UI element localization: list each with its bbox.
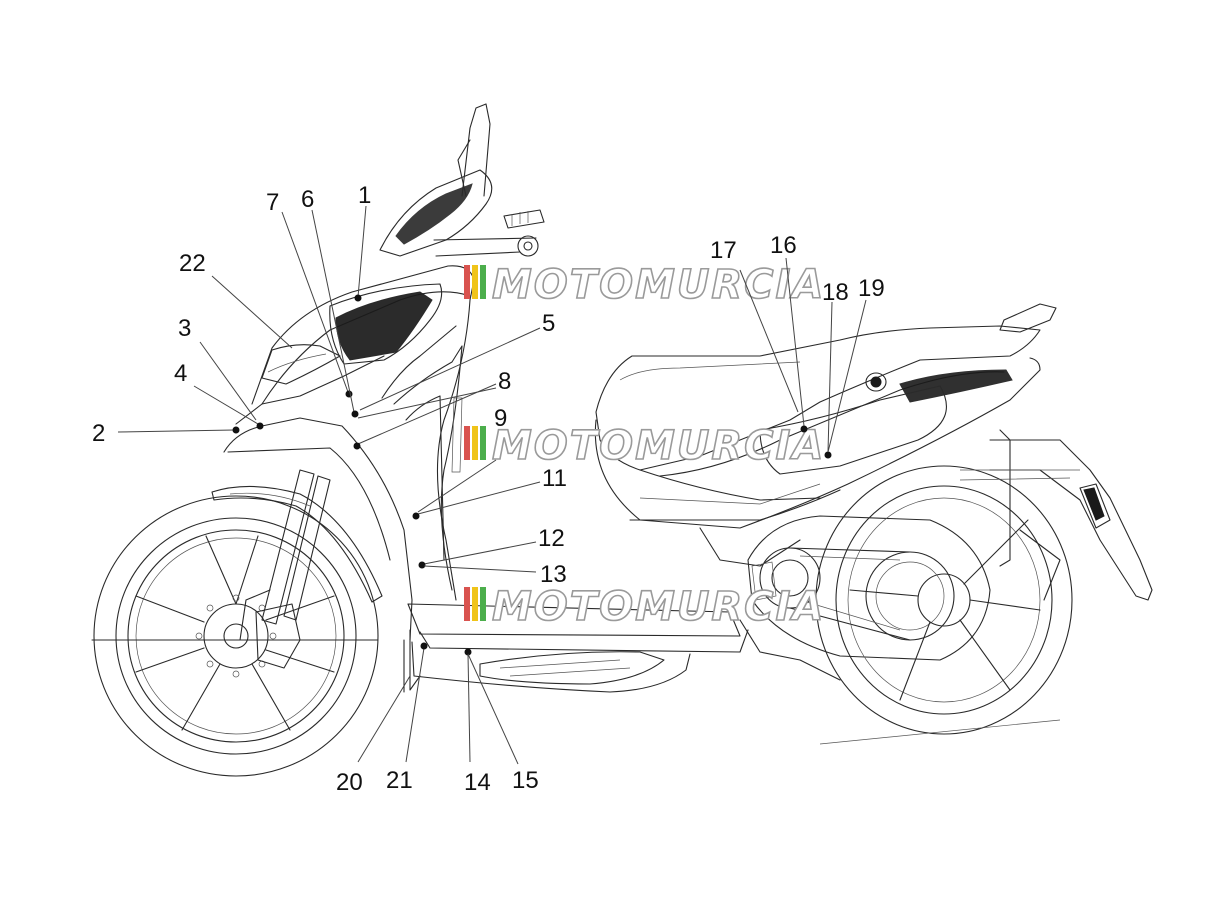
watermark-stripe — [464, 265, 470, 299]
watermark-text: MOTOMURCIA — [492, 423, 825, 469]
callout-number: 17 — [710, 237, 737, 264]
callout-number: 18 — [822, 279, 849, 306]
callout-4: 4 — [174, 360, 264, 430]
callouts: 1 7 6 22 3 4 — [92, 182, 885, 796]
callout-12: 12 — [418, 525, 565, 569]
callout-number: 9 — [494, 405, 507, 432]
callout-1: 1 — [354, 182, 371, 302]
frame-tube — [403, 629, 421, 693]
watermark-stripe — [464, 587, 470, 621]
callout-number: 4 — [174, 360, 187, 387]
callout-5: 5 — [359, 310, 555, 411]
callout-number: 22 — [179, 250, 206, 277]
callout-16: 16 — [770, 232, 808, 433]
rear-frame — [959, 429, 1153, 601]
watermark-stripe — [480, 265, 486, 299]
callout-number: 3 — [178, 315, 191, 342]
scooter-illustration — [91, 103, 1153, 777]
callout-number: 11 — [542, 465, 567, 492]
callout-number: 2 — [92, 420, 105, 447]
watermark-text: MOTOMURCIA — [492, 262, 825, 308]
front-mudguard — [211, 485, 383, 603]
seat — [595, 303, 1057, 471]
callout-6: 6 — [301, 186, 359, 418]
callout-13: 13 — [423, 561, 567, 588]
callout-number: 13 — [540, 561, 567, 588]
callout-number: 6 — [301, 186, 314, 213]
watermark-middle: MOTOMURCIA — [464, 422, 825, 470]
callout-number: 20 — [336, 769, 363, 796]
callout-11: 11 — [412, 459, 567, 520]
callout-21: 21 — [386, 642, 428, 794]
front-fork — [239, 469, 331, 641]
callout-2: 2 — [92, 420, 240, 447]
front-wheel — [91, 495, 379, 777]
callout-22: 22 — [179, 250, 293, 349]
callout-17: 17 — [710, 237, 799, 413]
callout-20: 20 — [336, 675, 411, 796]
callout-8: 8 — [353, 368, 511, 450]
callout-number: 14 — [464, 769, 491, 796]
callout-number: 16 — [770, 232, 797, 259]
callout-number: 19 — [858, 275, 885, 302]
watermark-text: MOTOMURCIA — [492, 584, 825, 630]
watermark-stripe — [472, 265, 478, 299]
watermark-stripe — [472, 587, 478, 621]
callout-18: 18 — [822, 279, 849, 459]
callout-number: 21 — [386, 767, 413, 794]
callout-number: 8 — [498, 368, 511, 395]
rear-body — [594, 357, 1041, 567]
front-body — [223, 265, 475, 641]
callout-14: 14 — [464, 648, 491, 796]
watermark-top: MOTOMURCIA — [464, 261, 825, 309]
watermark-stripe — [472, 426, 478, 460]
callout-number: 12 — [538, 525, 565, 552]
watermark-stripe — [464, 426, 470, 460]
callout-15: 15 — [467, 653, 539, 794]
callout-number: 15 — [512, 767, 539, 794]
floorboard — [407, 603, 749, 693]
callout-number: 1 — [358, 182, 371, 209]
callout-19: 19 — [827, 275, 885, 453]
rear-wheel — [815, 465, 1073, 745]
callout-3: 3 — [178, 315, 257, 421]
callout-number: 7 — [266, 189, 279, 216]
engine-cvt — [739, 515, 991, 681]
watermark-bottom: MOTOMURCIA — [464, 583, 825, 631]
callout-number: 5 — [542, 310, 555, 337]
callout-9: 9 — [494, 405, 507, 432]
callout-7: 7 — [266, 189, 353, 398]
handlebar-area — [379, 103, 545, 257]
watermark-stripe — [480, 426, 486, 460]
watermark-stripe — [480, 587, 486, 621]
